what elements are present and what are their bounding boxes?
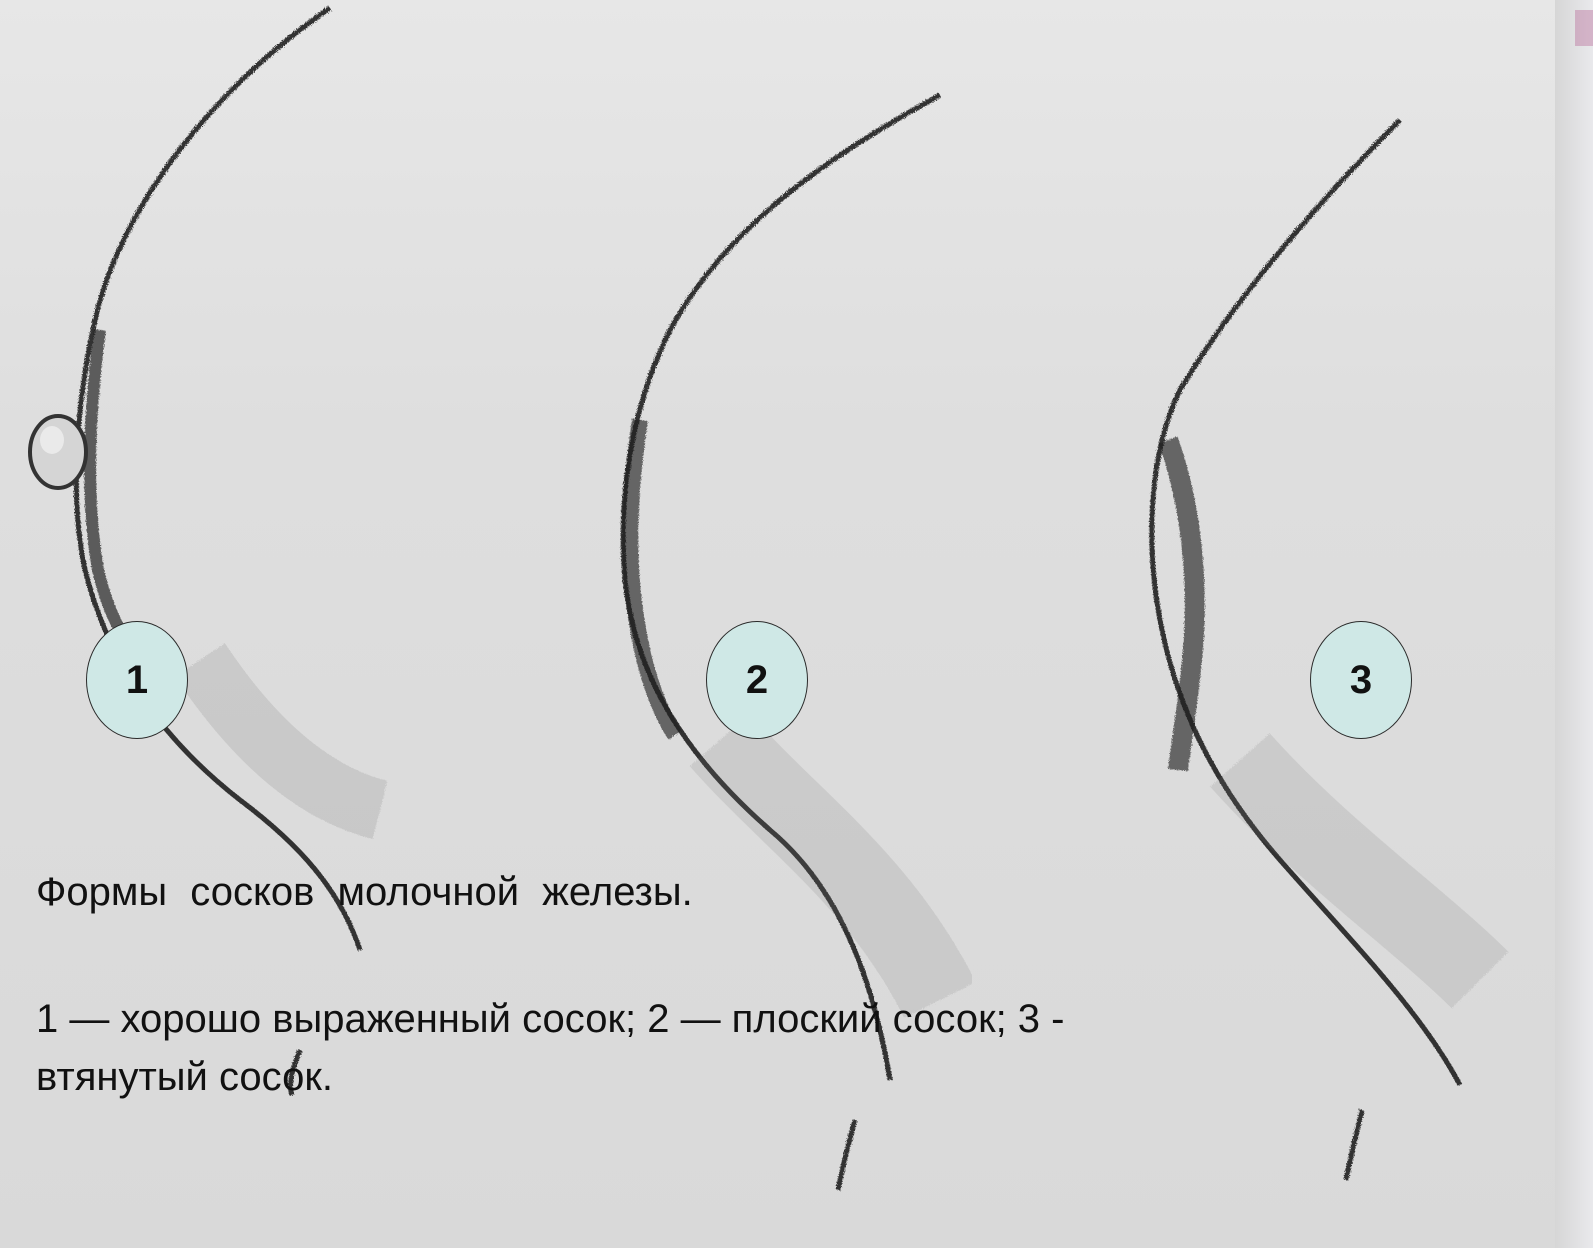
figure-caption-title: Формы сосков молочной железы. [36, 870, 693, 915]
form-marker-1: 1 [86, 621, 188, 739]
legend-line-2: втянутый сосок. [36, 1048, 1496, 1106]
form-marker-2: 2 [706, 621, 808, 739]
figure-legend: 1 — хорошо выраженный сосок; 2 — плоский… [36, 990, 1496, 1106]
legend-line-1: 1 — хорошо выраженный сосок; 2 — плоский… [36, 990, 1496, 1048]
breast-outline-1 [76, 8, 380, 1095]
form-marker-3: 3 [1310, 621, 1412, 739]
